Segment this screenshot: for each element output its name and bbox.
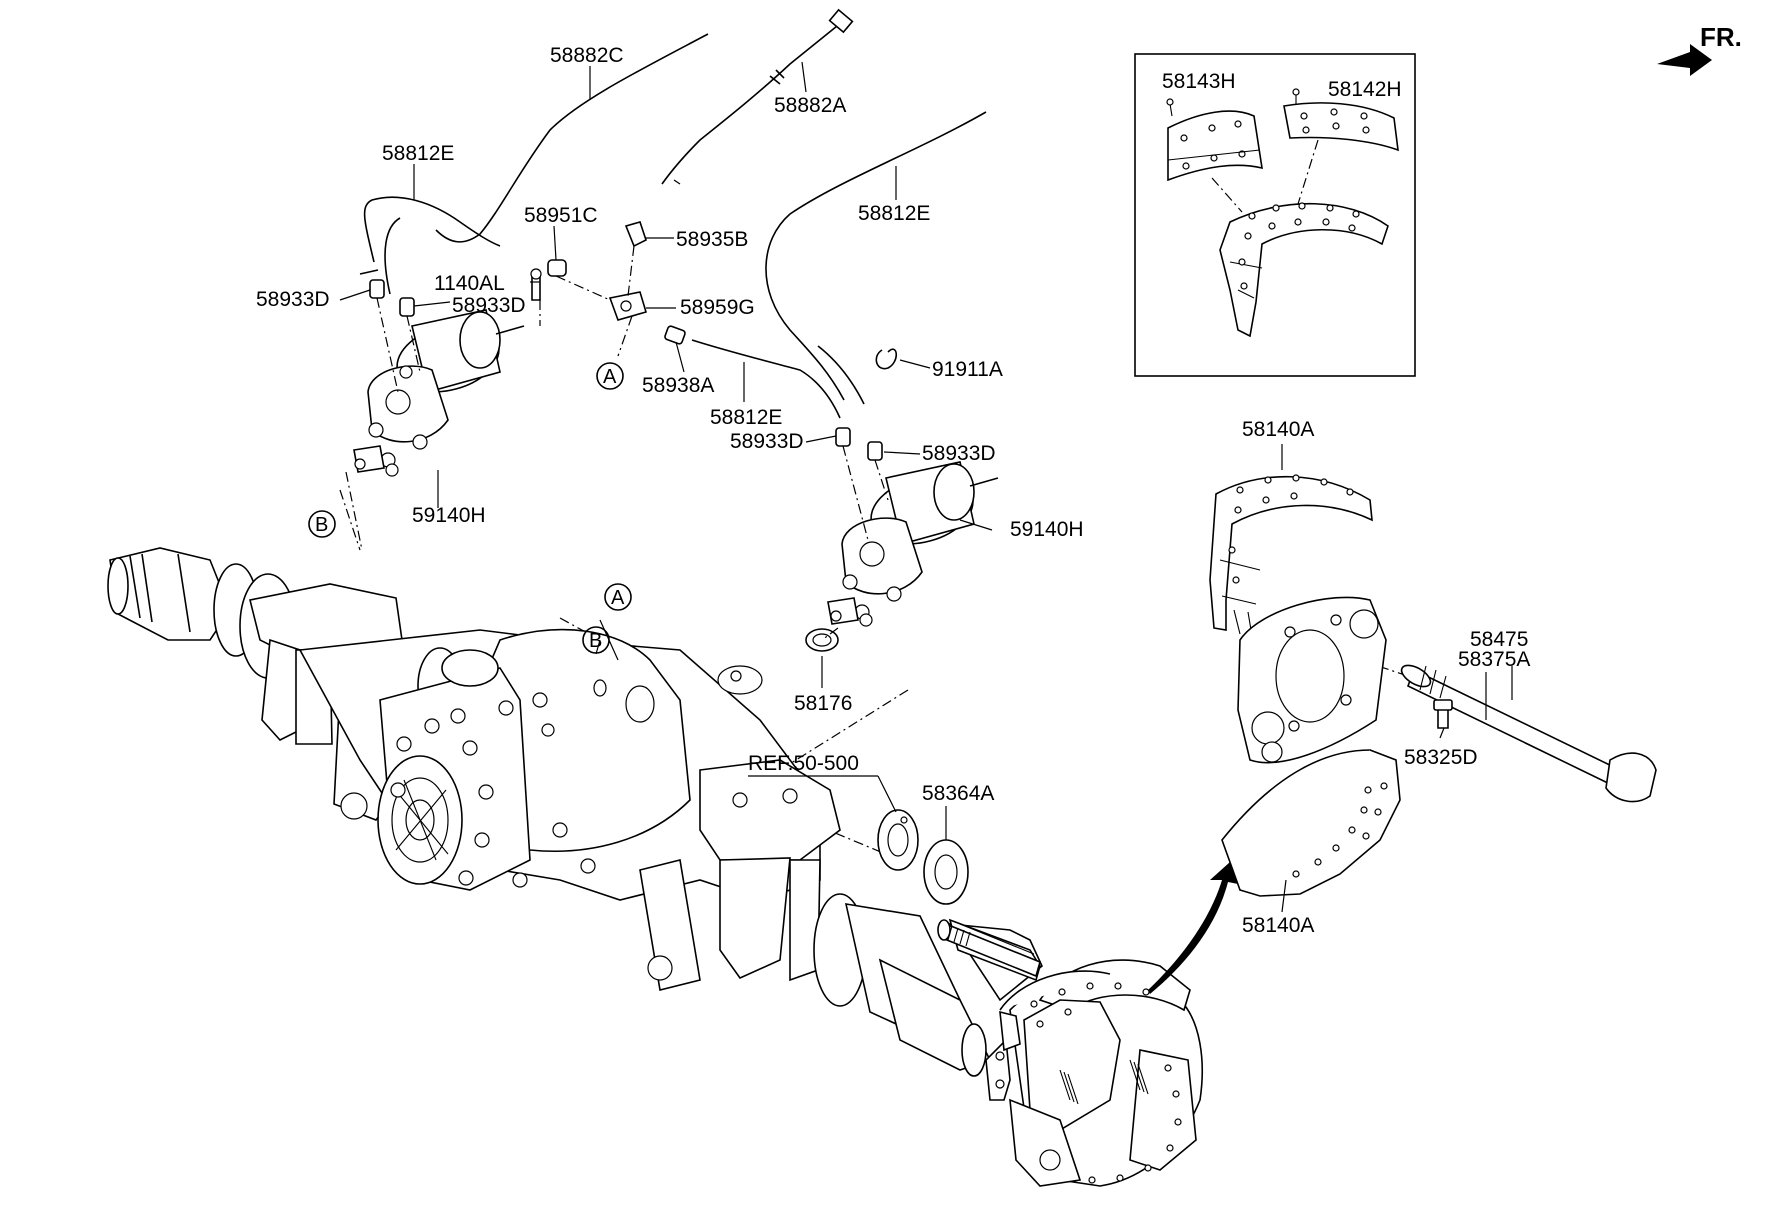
hose-58812E-left [363, 196, 501, 263]
brake-chamber-left [353, 309, 525, 477]
bolt-58325D [1433, 699, 1453, 729]
front-arrow-icon [1657, 44, 1712, 76]
brake-shoe-inset [1219, 202, 1389, 338]
label-58933D-right2: 58933D [922, 442, 996, 465]
label-58812E-mid: 58812E [710, 406, 782, 429]
brake-assembly-bottom [948, 918, 1203, 1187]
label-1140AL: 1140AL [434, 272, 505, 295]
lining-segment-58143H [1166, 98, 1263, 182]
ref-circle-b-housing [582, 626, 610, 654]
label-59140H-right: 59140H [1010, 518, 1084, 541]
label-ref-50-500: REF.50-500 [748, 752, 859, 775]
label-58933D-right1: 58933D [730, 430, 804, 453]
ref-circle-a-housing-text: A [611, 587, 625, 609]
reference-markers: A B A B [308, 362, 632, 654]
fitting-58933D-right1 [835, 427, 851, 447]
label-58812E-top: 58812E [382, 142, 454, 165]
label-91911A: 91911A [932, 358, 1003, 381]
fitting-58951C [547, 259, 567, 277]
label-58933D-left: 58933D [256, 288, 330, 311]
cable-58882C [435, 33, 709, 243]
ref-circle-b-left-text: B [315, 514, 328, 536]
brake-camshaft [1400, 664, 1657, 803]
brake-shoe-58140A-top [1209, 474, 1373, 637]
fitting-58933D-left2 [399, 297, 415, 317]
axle-shaft-lower [937, 919, 1041, 978]
label-58812E-right: 58812E [858, 202, 930, 225]
label-58882C: 58882C [550, 44, 624, 67]
brake-shoe-58140A-bottom [1221, 749, 1401, 897]
axle-housing [107, 547, 992, 1077]
front-label: FR. [1700, 22, 1742, 52]
clip-91911A [875, 348, 898, 370]
ref-circle-b-housing-text: B [589, 630, 602, 652]
curved-pointer-arrow [1148, 862, 1238, 994]
fitting-58933D-left [369, 279, 385, 299]
label-58938A: 58938A [642, 374, 714, 397]
bolt-1140AL [531, 275, 541, 301]
hose-58812E-mid [691, 339, 841, 419]
ref-circle-a-top-text: A [603, 366, 617, 388]
inset-frame [1134, 53, 1416, 377]
hoses-and-cables [359, 8, 987, 419]
label-58142H: 58142H [1328, 78, 1402, 101]
brake-chamber-right [827, 461, 999, 627]
label-58375A: 58375A [1458, 648, 1530, 671]
lining-segment-58142H [1283, 88, 1399, 152]
label-58933D-left2: 58933D [452, 294, 526, 317]
front-direction-indicator: FR. [1657, 22, 1742, 76]
label-58475: 58475 [1470, 628, 1528, 651]
brake-spider [1237, 596, 1387, 764]
label-59140H-left: 59140H [412, 504, 486, 527]
ref-circle-b-left [308, 510, 336, 538]
label-58140A-bottom: 58140A [1242, 914, 1314, 937]
brake-lining-inset [1134, 53, 1416, 377]
fitting-58938A [664, 325, 686, 345]
fittings [369, 221, 898, 652]
label-58325D: 58325D [1404, 746, 1478, 769]
hose-58812E-right [765, 111, 987, 401]
label-58143H: 58143H [1162, 70, 1236, 93]
hub-seal-58364A [877, 809, 969, 905]
elbow-58935B [624, 221, 647, 248]
label-58951C: 58951C [524, 204, 598, 227]
label-58959G: 58959G [680, 296, 755, 319]
part-number-labels: 58882C 58882A 58812E 58812E 58951C 58935… [256, 44, 1530, 937]
label-58882A: 58882A [774, 94, 846, 117]
ref-circle-a-top [596, 362, 624, 390]
label-leaders [339, 61, 1513, 913]
label-58140A-top: 58140A [1242, 418, 1314, 441]
ref-circle-a-housing [604, 583, 632, 611]
label-58935B: 58935B [676, 228, 748, 251]
fitting-58933D-right2 [867, 441, 883, 461]
label-58176: 58176 [794, 692, 852, 715]
label-58364A: 58364A [922, 782, 994, 805]
